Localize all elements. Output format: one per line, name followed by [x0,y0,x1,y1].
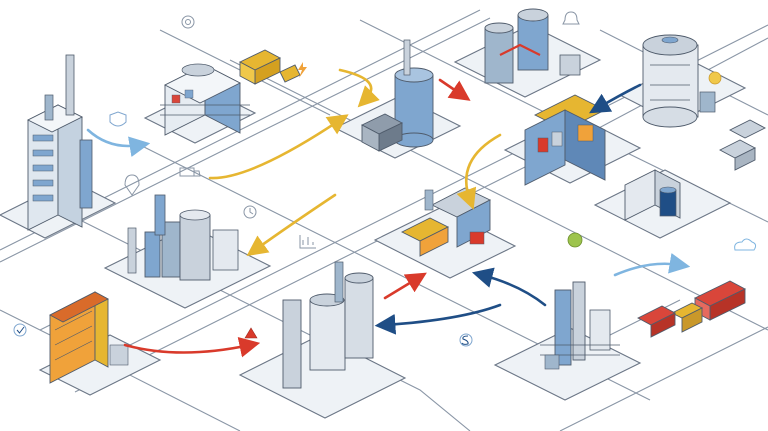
drum-warehouse [624,119,766,221]
flow-red-2 [383,272,427,300]
flow-navy-2 [471,267,547,307]
chart-icon [299,235,316,249]
flow-red-3 [438,78,471,101]
flow-lightblue-1 [86,128,151,157]
flow-yellow-2 [338,68,380,108]
flow-lightblue-2 [613,253,691,277]
flow-arrows [86,68,691,358]
flow-navy-1 [374,303,502,335]
silo-plant [282,261,374,389]
tank-depot [360,39,434,152]
flow-yellow-4 [456,133,502,210]
container-stack [49,291,129,384]
distillation-unit [540,281,620,370]
leaf-icon [567,232,583,248]
bolt-icon [298,62,307,78]
blending-tanks [127,194,239,281]
cloud-icon [734,238,757,251]
flow-yellow-3 [246,193,337,257]
gear-icon [181,15,195,29]
office-tower [26,54,93,231]
lightbulb-icon [708,71,722,85]
delivery-truck-yellow [239,49,301,85]
bell-icon [562,11,580,25]
storage-dome [642,34,716,128]
tanker-truck [637,280,746,338]
flow-navy-3 [589,83,642,114]
flow-yellow-1 [208,114,349,180]
forklift [719,139,756,171]
location-pin-icon [124,174,140,196]
machine-workshop [160,63,250,136]
flow-red-1 [123,337,261,358]
twin-tank-plant [484,8,581,84]
assembly-factory [524,94,607,186]
warning-icon [244,327,258,339]
check-icon [13,323,27,337]
truck-icon [179,167,201,177]
clock-icon [243,205,257,219]
dollar-icon [459,333,473,347]
floating-icons [13,11,757,347]
shield-icon [109,111,127,127]
